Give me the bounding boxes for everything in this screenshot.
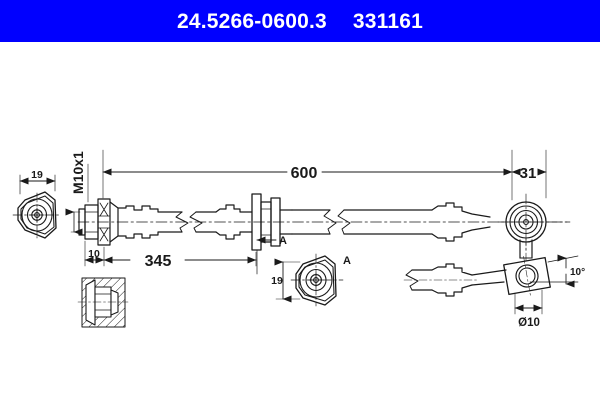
section-a-a-view: 19 A <box>271 253 351 307</box>
right-banjo-eye <box>497 193 571 263</box>
drawing-svg: 19 <box>12 149 585 329</box>
section-label-main: A <box>279 235 287 247</box>
section-cut-mark-a: A <box>256 235 287 275</box>
dim-thread: M10x1 <box>70 151 86 194</box>
mid-bracket-fitting <box>215 193 293 251</box>
dimension-overall-length: 600 <box>102 149 513 201</box>
thread-callout: M10x1 <box>65 151 89 236</box>
dim-hex-width-left: 19 <box>31 169 43 181</box>
technical-drawing-area: 19 <box>0 42 600 400</box>
section-label-view: A <box>343 255 351 267</box>
dim-end-length: 31 <box>520 165 537 182</box>
hose-right-run <box>291 209 433 235</box>
dimension-mid-length: 345 <box>103 251 257 270</box>
right-end-detail-view: 10° Ø10 <box>403 254 585 329</box>
dim-overall-length: 600 <box>291 165 318 182</box>
dim-eye-diameter: Ø10 <box>518 317 540 329</box>
reference-number-label: 331161 <box>352 9 424 33</box>
dim-hex-width-section: 19 <box>271 275 283 287</box>
hose-left-run <box>117 205 217 239</box>
header-banner: 24.5266-0600.3 331161 <box>0 0 600 42</box>
left-end-face-view: 19 <box>12 169 62 239</box>
main-assembly-view: 600 31 M10x1 <box>65 149 571 275</box>
dim-bend-angle: 10° <box>570 267 585 278</box>
right-crimp-ferrule <box>431 202 491 242</box>
dim-mid-length: 345 <box>145 253 172 270</box>
part-number-label: 24.5266-0600.3 <box>176 9 327 33</box>
bracket-cross-section-view <box>77 277 129 328</box>
dimension-end-length: 31 <box>511 149 547 199</box>
dim-offset-length: 10 <box>88 248 100 260</box>
